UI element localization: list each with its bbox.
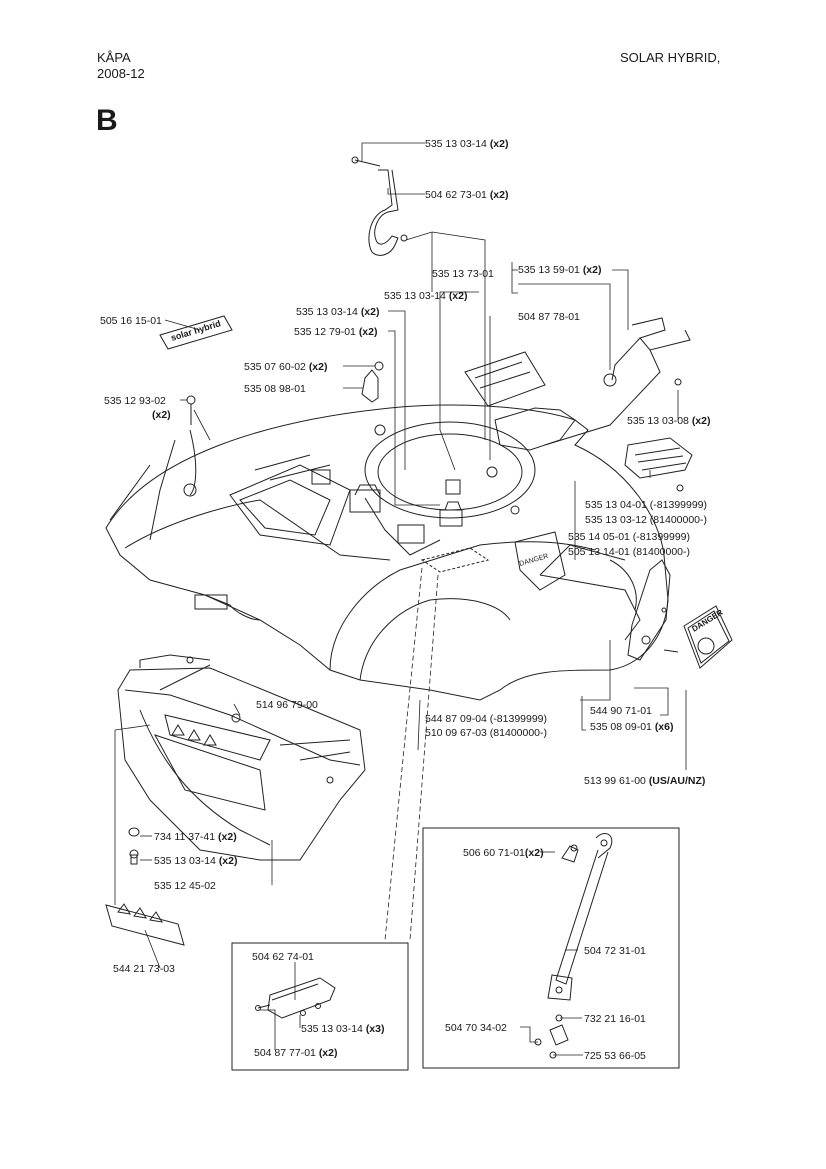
label-p17: 544 90 71-01 [590,705,652,717]
label-p08: 535 13 03-14 (x2) [296,306,380,318]
label-p12-qty: (x2) [152,409,171,421]
label-p20: 513 99 61-00 (US/AU/NZ) [584,775,705,787]
label-p24: 544 21 73-03 [113,963,175,975]
label-p27: 732 21 16-01 [584,1013,646,1025]
label-p15a: 535 14 05-01 (-81399999) [568,531,690,543]
label-p09: 535 12 79-01 (x2) [294,326,378,338]
solar-hybrid-decal-text: solar hybrid [170,318,222,343]
cover-decal [464,351,546,407]
label-p05: 535 13 03-14 (x2) [384,290,468,302]
leader-lines [114,142,687,1056]
screw [186,395,196,425]
label-p14a: 535 13 04-01 (-81399999) [585,499,707,511]
front-bumper [117,654,366,861]
label-p16: 514 96 79-00 [256,699,318,711]
label-p13: 535 13 03-08 (x2) [627,415,711,427]
danger-panel-text: DANGER [519,553,550,568]
inset-gas-strut [422,827,680,1069]
label-p10: 535 07 60-02 (x2) [244,361,328,373]
label-p32: 504 87 77-01 (x2) [254,1047,338,1059]
label-p26: 504 72 31-01 [584,945,646,957]
label-p11: 535 08 98-01 [244,383,306,395]
label-p29: 725 53 66-05 [584,1050,646,1062]
label-p18b: 510 09 67-03 (81400000-) [425,727,547,739]
gas-strut [534,833,613,1059]
step-plate [624,437,693,492]
section-letter: B [96,104,118,137]
label-p07: 504 87 78-01 [518,311,580,323]
label-p25: 506 60 71-01(x2) [463,847,544,859]
side-panel [627,559,679,661]
label-p23: 535 12 45-02 [154,880,216,892]
header-title: KÅPA [97,50,131,65]
label-p30: 504 62 74-01 [252,951,314,963]
inset-sensor-bracket [231,942,409,1071]
label-p31: 535 13 03-14 (x3) [301,1023,385,1035]
side-bracket [544,317,691,446]
label-p28: 504 70 34-02 [445,1022,507,1034]
bumper-decal [105,903,185,946]
label-p12: 535 12 93-02 [104,395,166,407]
solar-hybrid-decal [159,315,233,350]
label-p18a: 544 87 09-04 (-81399999) [425,713,547,725]
label-p02: 504 62 73-01 (x2) [425,189,509,201]
label-p14b: 535 13 03-12 (81400000-) [585,514,707,526]
header-date: 2008-12 [97,66,145,81]
label-p22: 535 13 03-14 (x2) [154,855,238,867]
label-p01: 535 13 03-14 (x2) [425,138,509,150]
danger-decal [683,605,733,669]
label-p19: 535 08 09-01 (x6) [590,721,674,733]
hook-bracket [351,156,408,256]
part-labels: 535 13 03-14 (x2) 504 62 73-01 (x2) 535 … [100,138,711,1062]
label-p03: 535 13 73-01 [432,268,494,280]
header-model: SOLAR HYBRID, [620,50,721,65]
label-p21: 734 11 37-41 (x2) [154,831,237,843]
label-p06: 505 16 15-01 [100,315,162,327]
label-p04: 535 13 59-01 (x2) [518,264,602,276]
label-p15b: 505 13 14-01 (81400000-) [568,546,690,558]
main-cover [105,404,669,701]
